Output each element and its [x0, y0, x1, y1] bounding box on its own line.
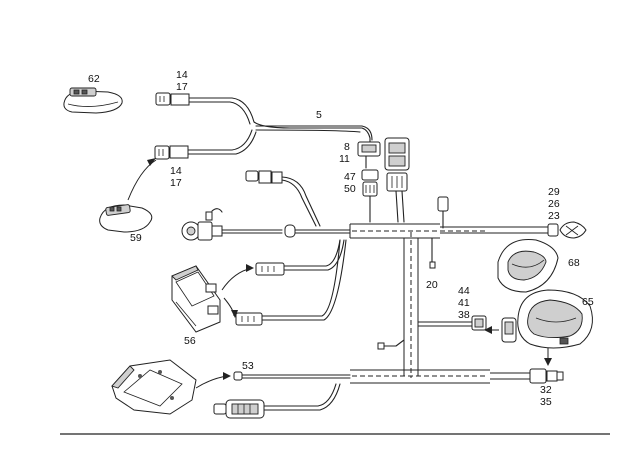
connector-lower-large — [213, 399, 265, 419]
label-38: 38 — [458, 309, 470, 321]
lamp-59-icon — [99, 204, 153, 233]
label-32: 32 — [540, 384, 552, 396]
label-47: 47 — [344, 171, 356, 183]
branch-connector-top — [429, 196, 449, 269]
label-20: 20 — [426, 279, 438, 291]
label-41: 41 — [458, 297, 470, 309]
label-65: 65 — [582, 296, 594, 308]
control-unit-56-icon — [171, 265, 221, 333]
label-68: 68 — [568, 257, 580, 269]
switch-38-icon — [501, 317, 517, 343]
label-44: 44 — [458, 285, 470, 297]
main-trunk — [349, 223, 548, 384]
bracket-53-icon — [111, 359, 197, 415]
label-11: 11 — [339, 153, 350, 165]
label-23: 23 — [548, 210, 560, 222]
label-35: 35 — [540, 396, 552, 408]
lamp-62-icon — [63, 87, 123, 114]
label-17-bottom: 17 — [170, 177, 182, 189]
connector-14-17-bottom — [154, 145, 189, 160]
door-handle-68-icon — [497, 238, 559, 293]
ecu-connector-lower — [235, 312, 263, 326]
connector-14-17-top — [155, 92, 190, 106]
connector-block-large — [384, 137, 410, 192]
connector-left-top — [245, 170, 283, 184]
label-56: 56 — [184, 335, 196, 347]
connector-47-50 — [361, 169, 379, 197]
connector-44-41-38 — [471, 315, 487, 331]
door-handle-65-icon — [517, 289, 593, 349]
round-connector-left — [181, 208, 223, 241]
label-5: 5 — [316, 109, 322, 121]
part-labels: 62 14 17 5 14 17 8 11 47 50 29 26 23 59 … — [88, 69, 594, 408]
connector-32-35 — [529, 368, 564, 384]
label-14-bottom: 14 — [170, 165, 182, 177]
connector-53 — [233, 371, 243, 381]
label-50: 50 — [344, 183, 356, 195]
ecu-connector-upper — [255, 262, 285, 276]
label-29: 29 — [548, 186, 560, 198]
label-14-top: 14 — [176, 69, 188, 81]
label-8: 8 — [344, 141, 350, 153]
harness-5 — [187, 97, 373, 155]
sensor-23-icon — [547, 221, 587, 239]
label-59: 59 — [130, 232, 142, 244]
label-62: 62 — [88, 73, 100, 85]
label-17-top: 17 — [176, 81, 188, 93]
connector-8-11 — [357, 141, 381, 157]
label-53: 53 — [242, 360, 254, 372]
inline-grommet — [284, 224, 296, 238]
label-26: 26 — [548, 198, 560, 210]
